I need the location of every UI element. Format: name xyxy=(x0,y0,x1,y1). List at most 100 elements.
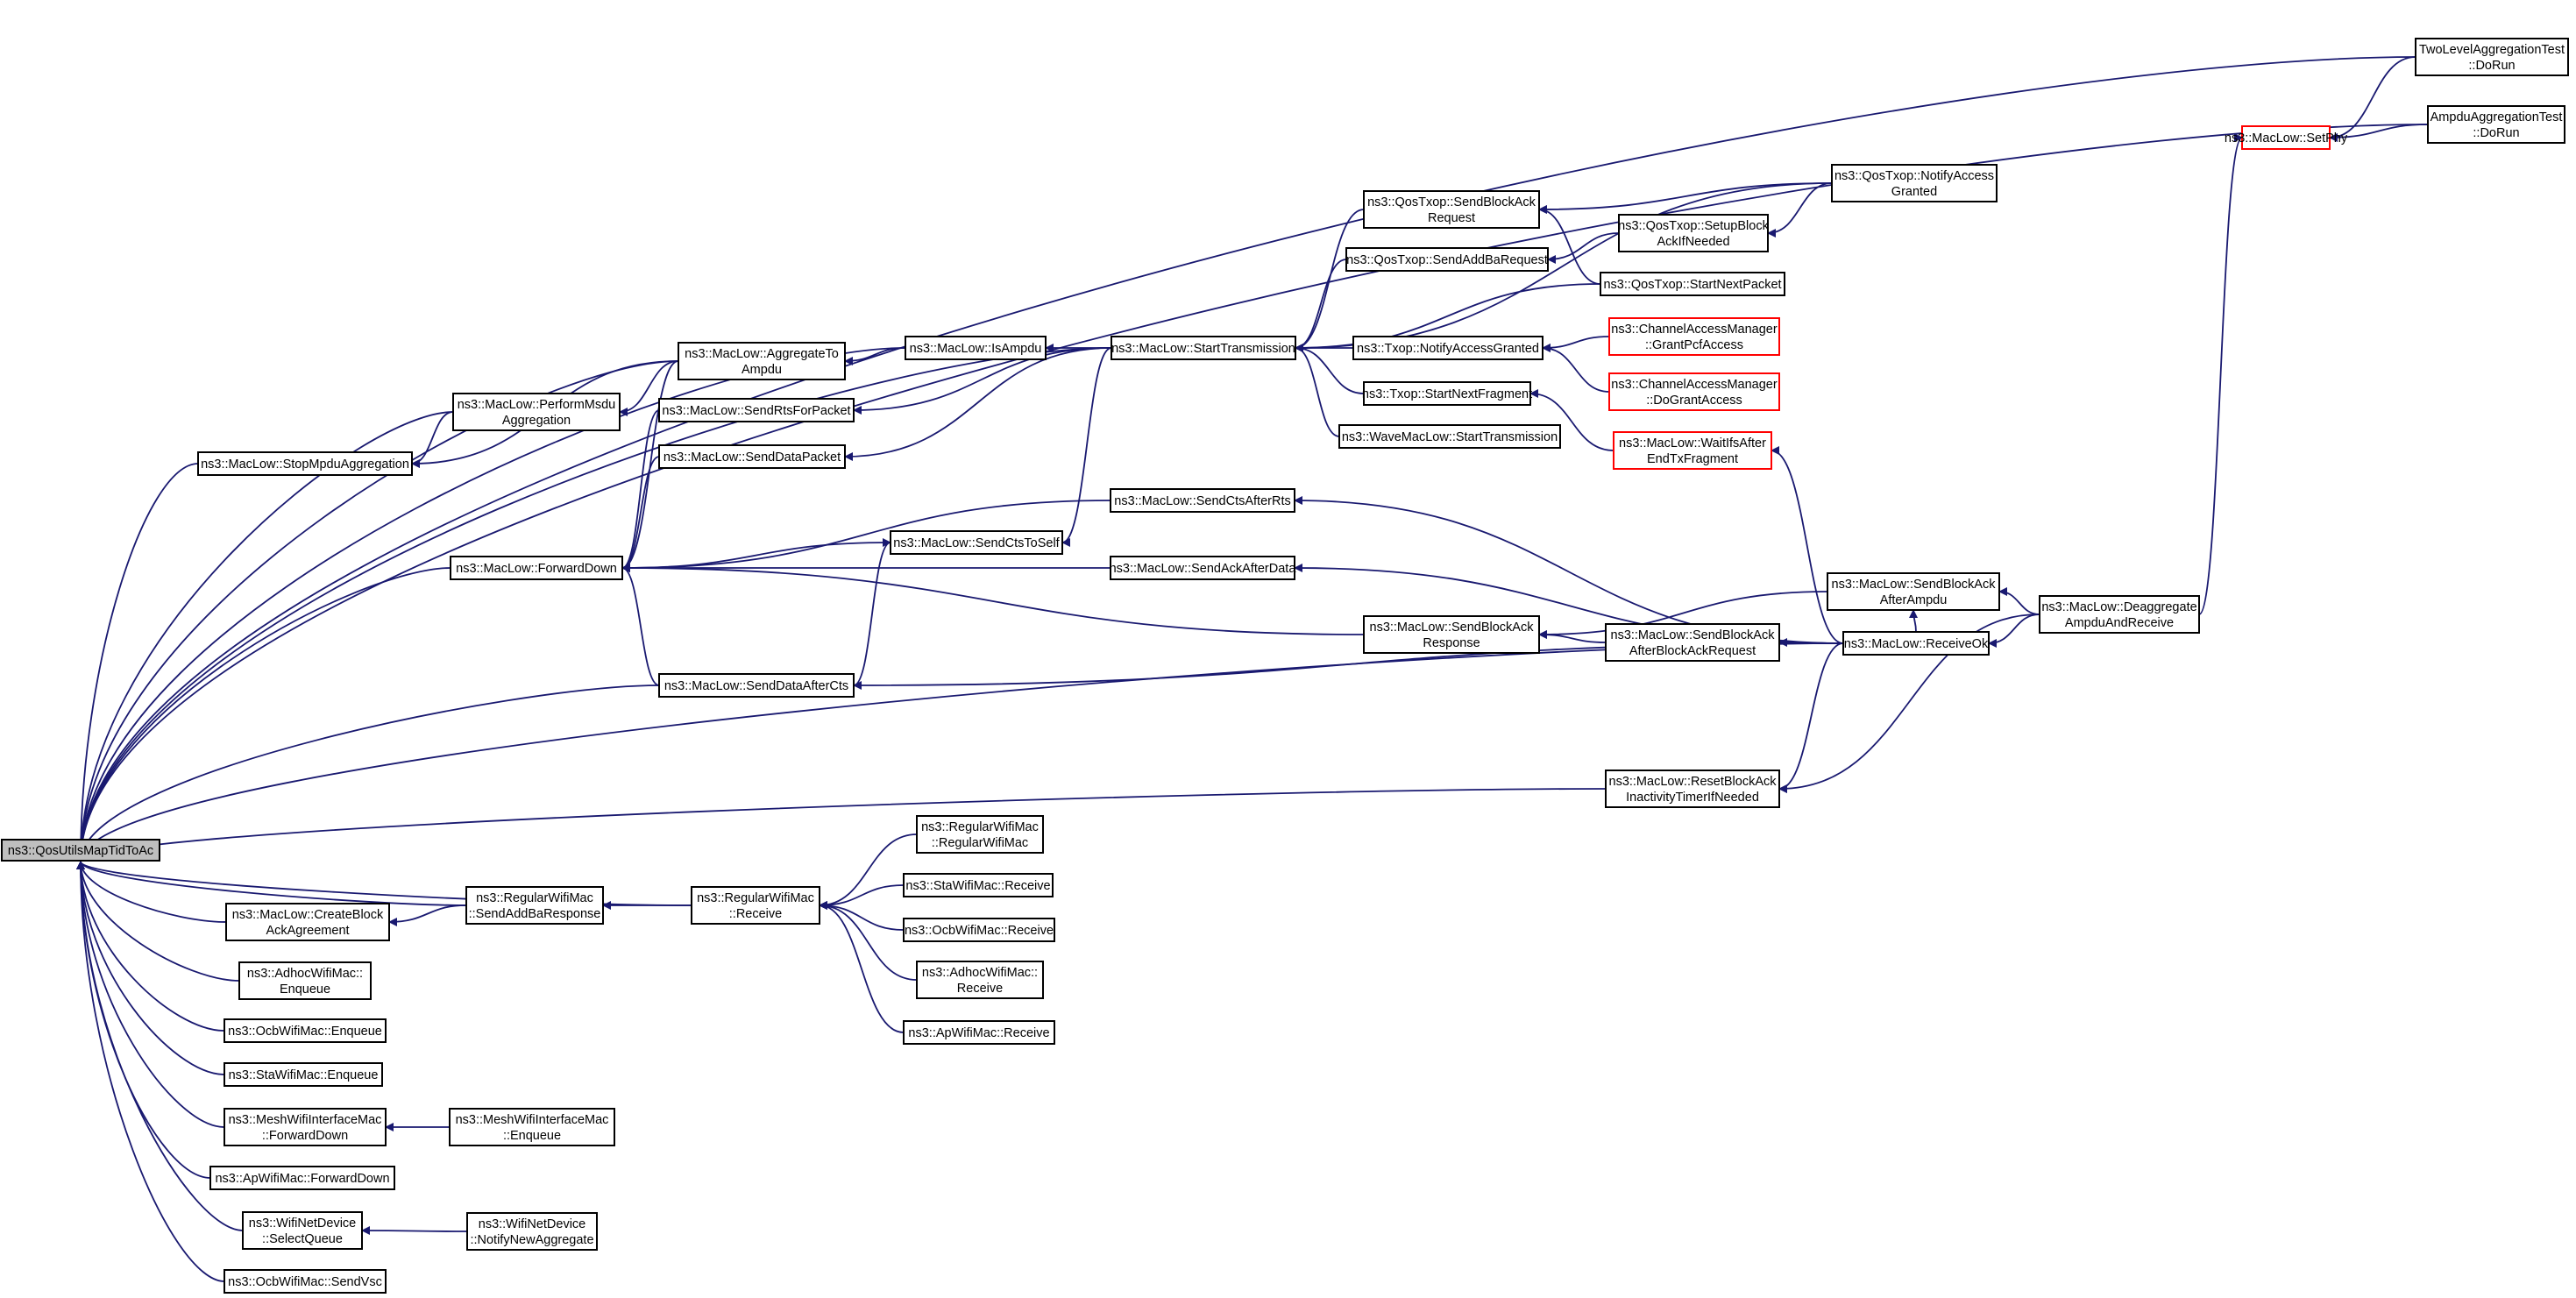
edge-start-tx-to-send-rts xyxy=(853,347,1112,415)
node-receive-ok[interactable]: ns3::MacLow::ReceiveOk xyxy=(1842,631,1990,656)
node-send-ack-after-data[interactable]: ns3::MacLow::SendAckAfterData xyxy=(1110,556,1297,580)
node-send-data-packet[interactable]: ns3::MacLow::SendDataPacket xyxy=(658,444,846,469)
node-label: EndTxFragment xyxy=(1647,452,1738,466)
edge-stop-mpdu-to-root xyxy=(76,463,199,862)
edge-perform-msdu-to-stop-mpdu xyxy=(411,411,454,468)
edge-create-block-ack-to-root xyxy=(76,861,227,923)
node-txop-notify[interactable]: ns3::Txop::NotifyAccessGranted xyxy=(1352,336,1543,360)
edge-notify-access-granted-to-setup-block-ack xyxy=(1767,182,1833,238)
node-sta-enqueue[interactable]: ns3::StaWifiMac::Enqueue xyxy=(224,1062,383,1087)
node-select-queue[interactable]: ns3::WifiNetDevice::SelectQueue xyxy=(242,1211,363,1250)
node-mesh-forward-down[interactable]: ns3::MeshWifiInterfaceMac::ForwardDown xyxy=(224,1108,387,1146)
node-mesh-enqueue[interactable]: ns3::MeshWifiInterfaceMac::Enqueue xyxy=(449,1108,615,1146)
node-box xyxy=(1605,623,1780,662)
node-send-block-ack-after-bar[interactable]: ns3::MacLow::SendBlockAckAfterBlockAckRe… xyxy=(1605,623,1780,662)
node-box xyxy=(1618,214,1769,252)
node-box xyxy=(1338,424,1561,449)
node-label: ns3::MacLow::IsAmpdu xyxy=(910,342,1042,356)
node-ampdu-test[interactable]: AmpduAggregationTest::DoRun xyxy=(2427,105,2565,144)
node-send-cts-after-rts[interactable]: ns3::MacLow::SendCtsAfterRts xyxy=(1110,488,1295,513)
node-box xyxy=(678,342,846,380)
edge-start-tx-to-send-data-packet xyxy=(844,347,1112,461)
node-label: AmpduAggregationTest xyxy=(2431,110,2563,124)
edge-send-block-ack-after-ampdu-to-send-block-ack-response xyxy=(1538,591,1828,639)
node-setphy[interactable]: ns3::MacLow::SetPhy xyxy=(2225,125,2348,150)
node-qos-start-next[interactable]: ns3::QosTxop::StartNextPacket xyxy=(1600,272,1785,296)
edge-wave-start-to-start-tx xyxy=(1295,344,1340,437)
edge-send-addba-req-to-start-tx xyxy=(1295,259,1347,352)
node-label: ns3::ChannelAccessManager xyxy=(1611,378,1778,392)
node-do-grant[interactable]: ns3::ChannelAccessManager::DoGrantAccess xyxy=(1608,372,1780,411)
node-send-data-after-cts[interactable]: ns3::MacLow::SendDataAfterCts xyxy=(658,673,855,698)
node-label: ns3::MacLow::Deaggregate xyxy=(2041,600,2196,614)
edge-mesh-forward-down-to-root xyxy=(76,861,225,1128)
node-label: ns3::MacLow::SendDataPacket xyxy=(664,450,841,465)
node-box xyxy=(242,1211,363,1250)
node-notify-new-aggregate[interactable]: ns3::WifiNetDevice::NotifyNewAggregate xyxy=(466,1212,598,1251)
node-forward-down[interactable]: ns3::MacLow::ForwardDown xyxy=(450,556,623,580)
node-stop-mpdu[interactable]: ns3::MacLow::StopMpduAggregation xyxy=(197,451,413,476)
node-box xyxy=(224,1269,387,1294)
node-regular-ctor[interactable]: ns3::RegularWifiMac::RegularWifiMac xyxy=(916,815,1044,854)
node-label: ::SendAddBaResponse xyxy=(469,907,601,921)
edge-send-addba-response-to-root xyxy=(76,861,467,906)
node-grant-pcf[interactable]: ns3::ChannelAccessManager::GrantPcfAcces… xyxy=(1608,317,1780,356)
node-ap-forward-down[interactable]: ns3::ApWifiMac::ForwardDown xyxy=(209,1166,395,1190)
node-label: ::Receive xyxy=(729,907,782,921)
node-start-tx[interactable]: ns3::MacLow::StartTransmission xyxy=(1111,336,1296,360)
node-adhoc-receive[interactable]: ns3::AdhocWifiMac::Receive xyxy=(916,961,1044,999)
node-wave-start[interactable]: ns3::WaveMacLow::StartTransmission xyxy=(1338,424,1561,449)
node-label: ns3::QosTxop::SendAddBaRequest xyxy=(1346,253,1548,267)
node-box xyxy=(916,815,1044,854)
node-send-cts-to-self[interactable]: ns3::MacLow::SendCtsToSelf xyxy=(890,530,1063,555)
node-box xyxy=(1842,631,1990,656)
node-label: Response xyxy=(1423,636,1480,650)
node-ap-receive[interactable]: ns3::ApWifiMac::Receive xyxy=(903,1020,1055,1045)
node-root[interactable]: ns3::QosUtilsMapTidToAc xyxy=(1,839,160,862)
edge-send-data-after-cts-to-root xyxy=(76,684,660,862)
node-send-addba-response[interactable]: ns3::RegularWifiMac::SendAddBaResponse xyxy=(465,886,604,925)
node-box xyxy=(691,886,820,925)
edge-regular-ctor-to-regular-receive xyxy=(819,833,918,910)
node-send-addba-req[interactable]: ns3::QosTxop::SendAddBaRequest xyxy=(1345,247,1549,272)
node-txop-start-next[interactable]: ns3::Txop::StartNextFragment xyxy=(1362,381,1532,406)
node-label: Ampdu xyxy=(742,363,782,377)
node-label: ns3::QosTxop::SendBlockAck xyxy=(1367,195,1536,209)
node-sta-receive[interactable]: ns3::StaWifiMac::Receive xyxy=(903,873,1054,897)
node-box xyxy=(1111,336,1296,360)
node-label: ns3::MacLow::ResetBlockAck xyxy=(1609,775,1778,789)
node-two-level[interactable]: TwoLevelAggregationTest::DoRun xyxy=(2415,38,2569,76)
node-label: ns3::MacLow::SendDataAfterCts xyxy=(664,679,848,693)
node-regular-receive[interactable]: ns3::RegularWifiMac::Receive xyxy=(691,886,820,925)
node-adhoc-enqueue[interactable]: ns3::AdhocWifiMac::Enqueue xyxy=(238,961,372,1000)
node-notify-access-granted[interactable]: ns3::QosTxop::NotifyAccessGranted xyxy=(1831,164,1998,202)
node-label: ns3::RegularWifiMac xyxy=(476,891,593,905)
node-box xyxy=(449,1108,615,1146)
node-reset-block-ack[interactable]: ns3::MacLow::ResetBlockAckInactivityTime… xyxy=(1605,770,1780,808)
node-label: AfterBlockAckRequest xyxy=(1629,644,1756,658)
node-label: ::Enqueue xyxy=(503,1129,561,1143)
node-label: Enqueue xyxy=(280,982,330,997)
node-box xyxy=(1605,770,1780,808)
node-box xyxy=(1600,272,1785,296)
node-box xyxy=(1613,431,1772,470)
node-send-vsc[interactable]: ns3::OcbWifiMac::SendVsc xyxy=(224,1269,387,1294)
edge-grant-pcf-to-txop-notify xyxy=(1542,336,1610,352)
node-ocb-enqueue[interactable]: ns3::OcbWifiMac::Enqueue xyxy=(224,1018,387,1043)
node-label: ns3::MacLow::ForwardDown xyxy=(456,562,617,576)
node-send-rts[interactable]: ns3::MacLow::SendRtsForPacket xyxy=(658,398,855,422)
node-label: ::GrantPcfAccess xyxy=(1645,338,1743,352)
node-is-ampdu[interactable]: ns3::MacLow::IsAmpdu xyxy=(905,336,1047,360)
edge-aggregate-to-ampdu-to-root xyxy=(76,360,679,862)
node-ocb-receive[interactable]: ns3::OcbWifiMac::Receive xyxy=(903,918,1055,942)
edge-adhoc-enqueue-to-root xyxy=(76,861,240,982)
